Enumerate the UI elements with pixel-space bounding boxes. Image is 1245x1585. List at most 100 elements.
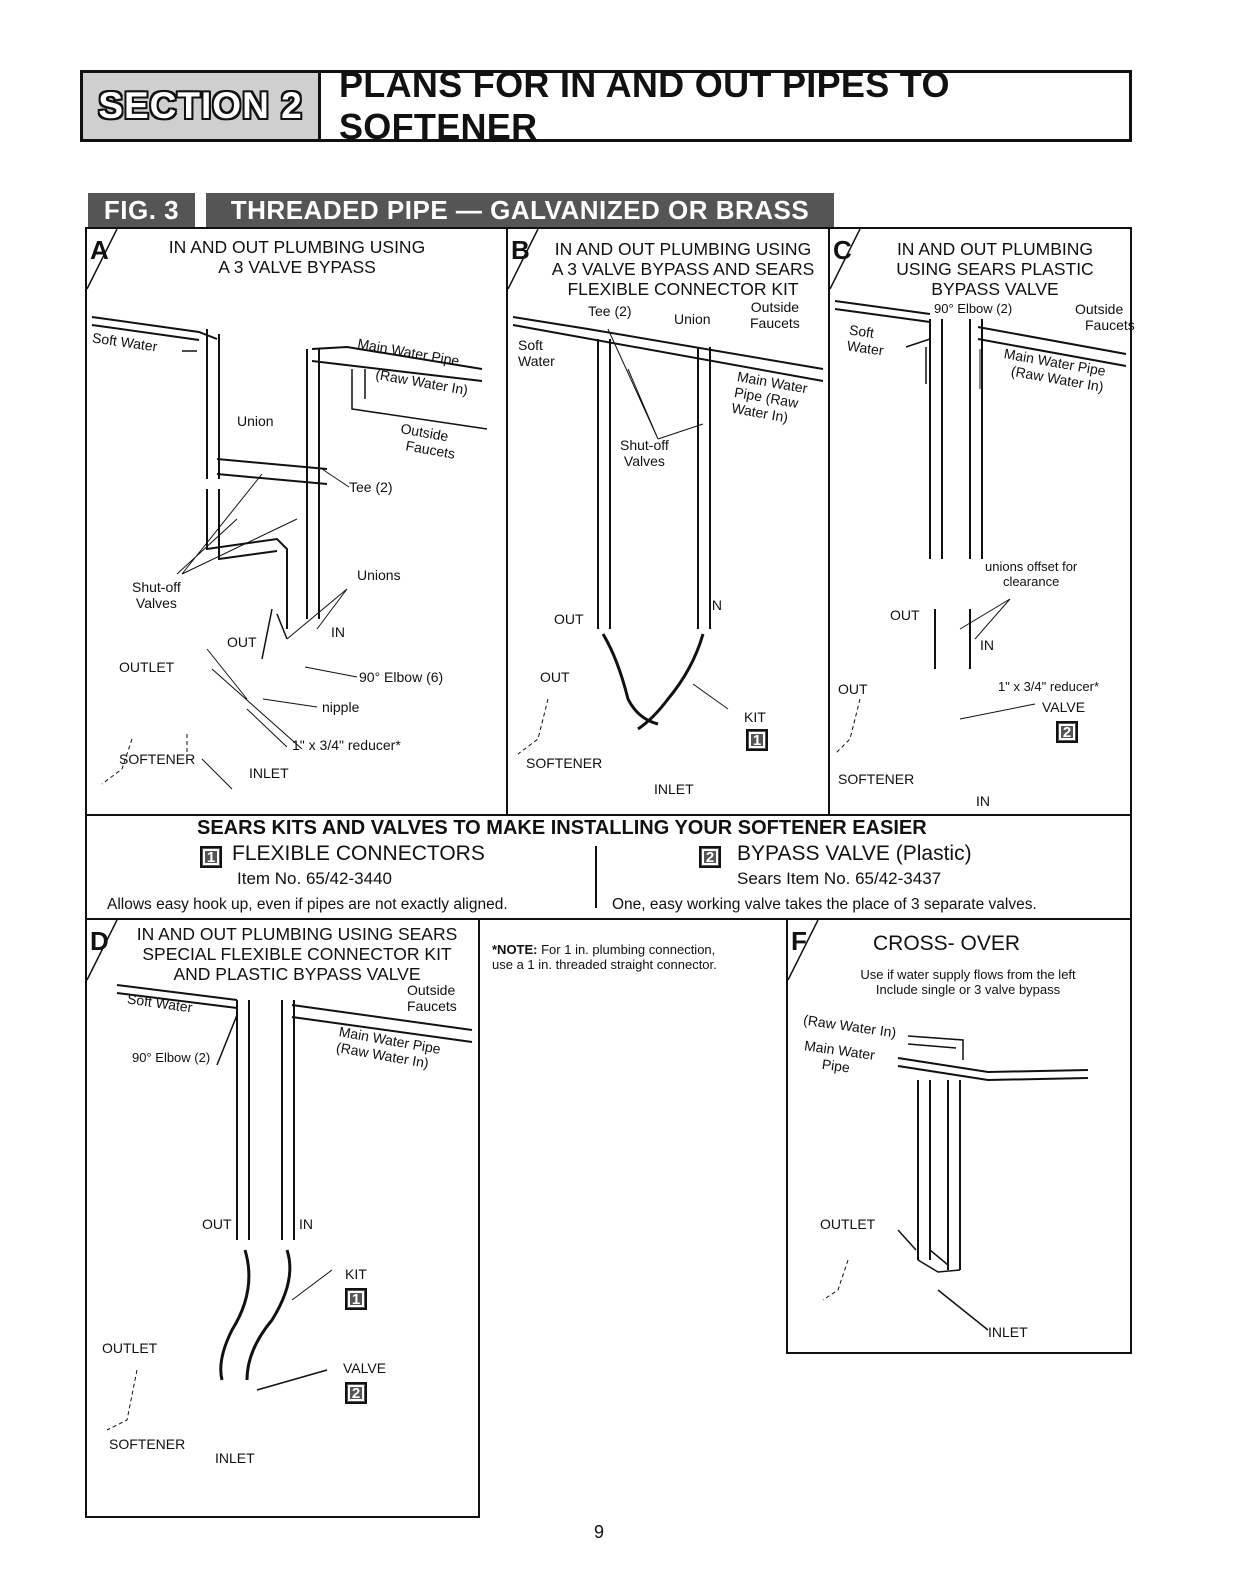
- label-softener: SOFTENER: [838, 771, 915, 787]
- valve-2-badge: 2: [699, 846, 721, 868]
- kit-1-badge: 1: [746, 729, 768, 751]
- kit-1-item-number: Item No. 65/42-3440: [237, 869, 392, 888]
- label-outside: Outside: [407, 982, 456, 998]
- label-in-lower: IN: [976, 793, 990, 809]
- panel-c: C IN AND OUT PLUMBING USING SEARS PLASTI…: [828, 227, 1135, 816]
- panel-b-title-line2: A 3 VALVE BYPASS AND SEARS: [551, 259, 815, 279]
- banner-divider: [595, 846, 597, 908]
- kit-1-badge: 1: [345, 1288, 367, 1310]
- label-out-upper: OUT: [890, 607, 920, 623]
- kit-1-number: 1: [351, 1290, 361, 1308]
- label-unions-offset-line1: unions offset for: [985, 559, 1078, 574]
- panel-c-title: IN AND OUT PLUMBING USING SEARS PLASTIC …: [870, 239, 1120, 299]
- panel-b-diagram: [507, 228, 824, 755]
- kit-2-name: BYPASS VALVE (Plastic): [737, 842, 972, 865]
- label-inlet: INLET: [215, 1450, 255, 1466]
- label-inlet: INLET: [988, 1324, 1028, 1340]
- footnote-line1: For 1 in. plumbing connection,: [537, 942, 716, 957]
- label-kit: KIT: [744, 709, 766, 725]
- panel-a-title-line2: A 3 VALVE BYPASS: [218, 257, 376, 277]
- panel-d-title: IN AND OUT PLUMBING USING SEARS SPECIAL …: [117, 924, 477, 984]
- section-title: PLANS FOR IN AND OUT PIPES TO SOFTENER: [339, 64, 950, 147]
- sears-kits-banner: SEARS KITS AND VALVES TO MAKE INSTALLING…: [85, 814, 1132, 920]
- panel-c-title-line1: IN AND OUT PLUMBING: [896, 239, 1094, 259]
- footnote: *NOTE: For 1 in. plumbing connection, us…: [492, 942, 792, 972]
- figure-label: FIG. 3: [88, 193, 195, 227]
- label-faucets: Faucets: [1085, 317, 1135, 333]
- label-out-lower: OUT: [540, 669, 570, 685]
- valve-2-badge: 2: [1056, 721, 1078, 743]
- label-in-upper: IN: [980, 637, 994, 653]
- panel-d-title-line3: AND PLASTIC BYPASS VALVE: [173, 964, 421, 984]
- label-soft: Soft: [518, 337, 543, 353]
- panel-c-title-line3: BYPASS VALVE: [931, 279, 1059, 299]
- label-kit: KIT: [345, 1266, 367, 1282]
- panel-d: D IN AND OUT PLUMBING USING SEARS SPECIA…: [85, 918, 480, 1518]
- label-softener: SOFTENER: [119, 751, 196, 767]
- label-out-lower: OUT: [838, 681, 868, 697]
- label-shutoff-valves: Shut-off Valves: [620, 437, 669, 469]
- panel-b-title-line1: IN AND OUT PLUMBING USING: [554, 239, 812, 259]
- label-valve: VALVE: [1042, 699, 1086, 715]
- label-outlet: OUTLET: [119, 659, 175, 675]
- kit-2-item-number: Sears Item No. 65/42-3437: [737, 869, 942, 888]
- figure-title: THREADED PIPE — GALVANIZED OR BRASS: [206, 193, 834, 227]
- label-shutoff: Shut-off: [132, 579, 181, 595]
- label-elbow: 90° Elbow (2): [132, 1050, 211, 1065]
- footnote-line2: use a 1 in. threaded straight connector.: [492, 957, 717, 972]
- label-inlet: INLET: [249, 765, 289, 781]
- valve-2-number: 2: [1062, 723, 1072, 741]
- label-outlet: OUTLET: [102, 1340, 158, 1356]
- label-valves: Valves: [623, 453, 665, 469]
- kit-1-name: FLEXIBLE CONNECTORS: [232, 842, 485, 865]
- kit-1-number: 1: [752, 731, 762, 749]
- label-outside-faucets: Outside Faucets: [750, 299, 800, 331]
- label-softener: SOFTENER: [526, 755, 603, 771]
- panel-f-diagram: [787, 919, 1089, 1331]
- footnote-label: *NOTE:: [492, 942, 538, 957]
- label-unions-offset: unions offset for clearance: [985, 559, 1077, 589]
- label-elbow: 90° Elbow (2): [934, 301, 1013, 316]
- panel-a-title: IN AND OUT PLUMBING USING A 3 VALVE BYPA…: [147, 237, 447, 277]
- label-in: IN: [331, 624, 345, 640]
- panel-b-title: IN AND OUT PLUMBING USING A 3 VALVE BYPA…: [538, 239, 828, 299]
- label-reducer: 1" x 3/4" reducer*: [292, 737, 401, 753]
- label-outside: Outside: [1075, 301, 1124, 317]
- label-union: Union: [237, 413, 274, 429]
- label-valve: VALVE: [343, 1360, 387, 1376]
- panel-b-title-line3: FLEXIBLE CONNECTOR KIT: [567, 279, 799, 299]
- panel-d-title-line1: IN AND OUT PLUMBING USING SEARS: [136, 924, 458, 944]
- label-tee: Tee (2): [588, 303, 632, 319]
- panel-a-diagram: [86, 228, 488, 790]
- label-outside-faucets: Outside Faucets: [407, 982, 457, 1014]
- panel-b: B IN AND OUT PLUMBING USING A 3 VALVE BY…: [506, 227, 830, 816]
- valve-2-number: 2: [705, 848, 715, 866]
- panel-f-description: Use if water supply flows from the left …: [818, 967, 1118, 997]
- panel-d-title-line2: SPECIAL FLEXIBLE CONNECTOR KIT: [142, 944, 452, 964]
- label-softener: SOFTENER: [109, 1436, 186, 1452]
- section-header: SECTION 2 PLANS FOR IN AND OUT PIPES TO …: [80, 64, 1132, 147]
- label-outside: Outside: [750, 299, 800, 315]
- panel-f-description-line2: Include single or 3 valve bypass: [875, 982, 1061, 997]
- label-in: IN: [299, 1216, 313, 1232]
- panel-d-letter: D: [90, 926, 109, 956]
- label-out: OUT: [202, 1216, 232, 1232]
- panel-a-title-line1: IN AND OUT PLUMBING USING: [168, 237, 426, 257]
- panel-a: A IN AND OUT PLUMBING USING A 3 VALVE BY…: [85, 227, 508, 816]
- label-soft-water: Soft Water: [846, 322, 887, 359]
- panel-f-letter: F: [791, 926, 807, 956]
- label-inlet: INLET: [654, 781, 694, 797]
- label-out: OUT: [227, 634, 257, 650]
- label-faucets: Faucets: [750, 315, 800, 331]
- label-out-upper: OUT: [554, 611, 584, 627]
- label-water: Water: [518, 353, 555, 369]
- kit-1-description: Allows easy hook up, even if pipes are n…: [107, 896, 508, 913]
- kit-1-number: 1: [206, 848, 216, 866]
- label-faucets: Faucets: [407, 998, 457, 1014]
- label-valves: Valves: [135, 595, 177, 611]
- label-shutoff: Shut-off: [620, 437, 669, 453]
- label-unions-offset-line2: clearance: [1002, 574, 1060, 589]
- kit-1-badge: 1: [200, 846, 222, 868]
- label-in: IN: [708, 597, 722, 613]
- label-outside-faucets: Outside Faucets: [1075, 301, 1135, 333]
